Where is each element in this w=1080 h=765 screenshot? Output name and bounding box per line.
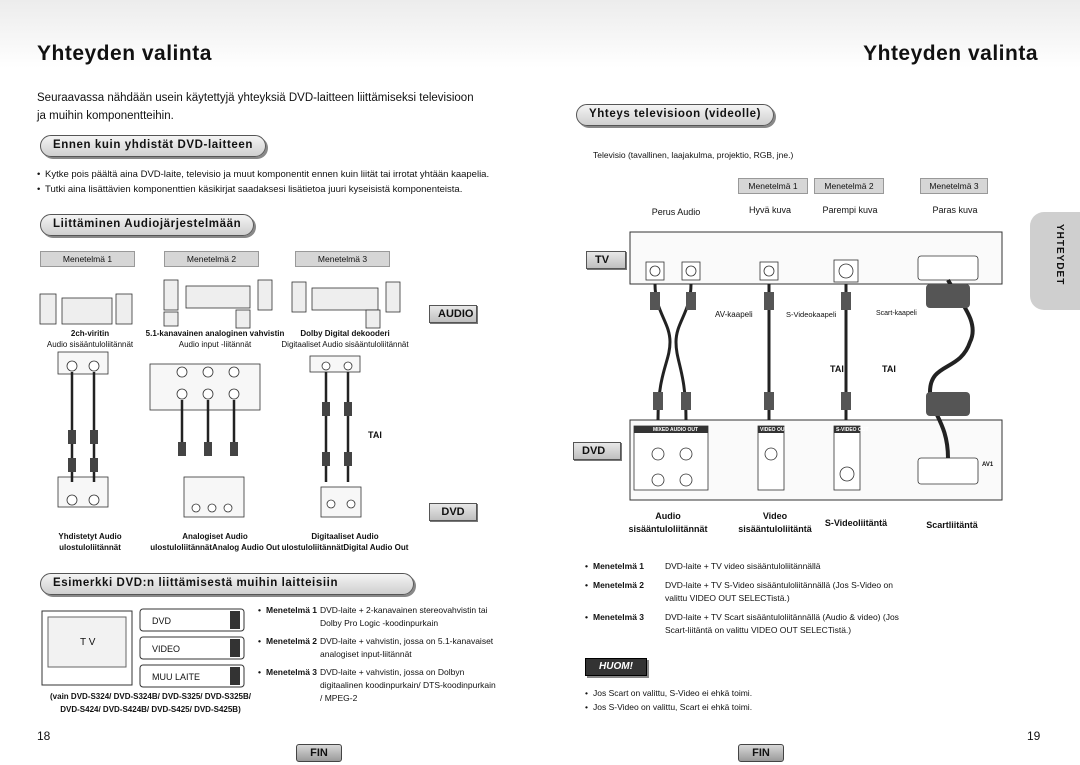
method-label: Menetelmä 3 [920,178,988,194]
cable-label: AV-kaapeli [715,310,753,319]
method-label: Menetelmä 1 [738,178,808,194]
tv-tag: TV [586,251,626,269]
dvd-tag: DVD [429,503,477,521]
audio-connection-diagram [39,279,401,518]
intro-text: Seuraavassa nähdään usein käytettyjä yht… [37,92,474,122]
precaution-item: Tutki aina lisättävien komponenttien käs… [37,182,537,197]
or-label: TAI [368,430,382,440]
page-number-right: 19 [1027,729,1041,743]
example-diagram [41,608,245,688]
method-row: Menetelmä 3 DVD-laite + TV Scart sisäänt… [585,611,905,637]
section-heading-audio: Liittäminen Audiojärjestelmään [40,214,255,236]
input-label: Scartliitäntä [926,520,978,530]
method-label: Menetelmä 1 [40,251,135,267]
or-label: TAI [830,364,844,374]
example-other-label: MUU LAITE [152,672,201,682]
input-label: S-Videoliitäntä [824,518,888,528]
side-tab[interactable]: YHTEYDET [1030,212,1080,310]
output-label: Analogiset Audio ulostuloliitännätAnalog… [150,532,280,552]
section-heading-example: Esimerkki DVD:n liittämisestä muihin lai… [40,573,414,595]
note-badge: HUOM! [585,658,647,676]
method-row: Menetelmä 2 DVD-laite + TV S-Video sisää… [585,579,905,605]
example-tv-label: T V [80,637,96,648]
precaution-item: Kytke pois päältä aina DVD-laite, televi… [37,167,537,182]
cable-label: Scart-kaapeli [876,310,917,317]
tv-connection-diagram [629,231,1003,501]
device-label: 5.1-kanavainen analoginen vahvistin Audi… [145,329,285,349]
input-label: Video sisääntuloliitäntä [738,511,812,534]
tv-subtitle: Televisio (tavallinen, laajakulma, proje… [593,150,794,160]
precaution-list: Kytke pois päältä aina DVD-laite, televi… [37,167,537,197]
top-band [0,0,1080,68]
quality-label: Parempi kuva [822,205,878,215]
note-item: Jos Scart on valittu, S-Video ei ehkä to… [585,686,752,700]
jack-label: MIXED AUDIO OUT [653,427,699,433]
method-row: Menetelmä 1 DVD-laite + 2-kanavainen ste… [258,604,500,630]
section-heading-before-connect: Ennen kuin yhdistät DVD-laitteen [40,135,267,157]
jack-label: VIDEO OUT [760,427,788,433]
jack-label: S-VIDEO OUT [836,427,869,433]
tv-method-list: Menetelmä 1 DVD-laite + TV video sisäänt… [585,560,905,643]
example-method-list: Menetelmä 1 DVD-laite + 2-kanavainen ste… [258,604,500,710]
note-item: Jos S-Video on valittu, Scart ei ehkä to… [585,700,752,714]
device-label: 2ch-viritin Audio sisääntuloliitännät [46,329,134,349]
method-row: Menetelmä 1 DVD-laite + TV video sisäänt… [585,560,905,573]
audio-tag: AUDIO [429,305,477,323]
quality-label: Hyvä kuva [748,205,792,215]
dvd-tag-right: DVD [573,442,621,460]
method-label: Menetelmä 3 [295,251,390,267]
section-heading-tv: Yhteys televisioon (videolle) [576,104,775,126]
output-label: Digitaaliset Audio ulostuloliitännätDigi… [281,532,409,552]
language-badge-left: FIN [296,744,342,762]
jack-label: AV1 [982,462,994,468]
language-badge-right: FIN [738,744,784,762]
example-dvd-label: DVD [152,616,172,626]
quality-label: Paras kuva [932,205,978,215]
page-title-left: Yhteyden valinta [37,42,212,65]
quality-label: Perus Audio [651,207,701,217]
example-video-label: VIDEO [152,644,181,654]
device-label: Dolby Digital dekooderi Digitaaliset Aud… [281,329,409,349]
model-note: (vain DVD-S324/ DVD-S324B/ DVD-S325/ DVD… [50,692,251,714]
input-label: Audio sisääntuloliitännät [628,511,708,534]
method-label: Menetelmä 2 [164,251,259,267]
method-label: Menetelmä 2 [814,178,884,194]
or-label: TAI [882,364,896,374]
page-number-left: 18 [37,729,51,743]
note-list: Jos Scart on valittu, S-Video ei ehkä to… [585,686,752,714]
side-tab-label: YHTEYDET [1054,224,1065,286]
page-title-right: Yhteyden valinta [863,42,1038,65]
cable-label: S-Videokaapeli [786,310,837,319]
method-row: Menetelmä 3 DVD-laite + vahvistin, jossa… [258,666,500,705]
method-row: Menetelmä 2 DVD-laite + vahvistin, jossa… [258,635,500,661]
output-label: Yhdistetyt Audio ulostuloliitännät [58,532,122,552]
